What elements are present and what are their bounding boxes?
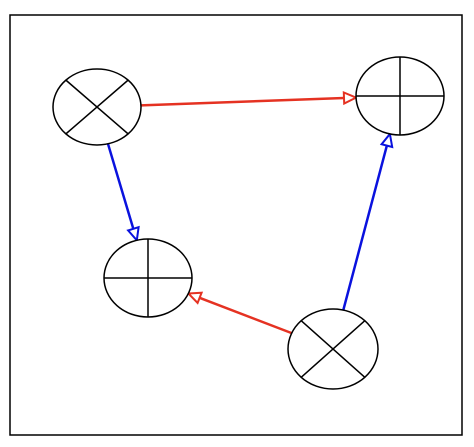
- x-circle-icon: [287, 308, 379, 390]
- edge-line: [140, 96, 345, 107]
- plus-circle-icon: [355, 56, 445, 136]
- edge-line: [199, 296, 293, 335]
- nodes-layer: [52, 56, 445, 390]
- arrowhead-icon: [379, 131, 394, 149]
- edges-layer: [106, 90, 394, 335]
- arrowhead-icon: [126, 225, 140, 243]
- edge-line: [106, 143, 135, 230]
- arrowhead-icon: [342, 90, 359, 106]
- edge-n1-n2: [140, 90, 359, 107]
- x-circle-icon: [52, 68, 142, 146]
- edge-line: [342, 145, 389, 311]
- plus-circle-icon: [103, 238, 193, 318]
- arrowhead-icon: [186, 291, 204, 305]
- node-diagonal-line: [300, 320, 366, 378]
- edge-n4-n3: [186, 291, 293, 335]
- edge-n4-n2: [342, 131, 394, 311]
- edge-n1-n3: [106, 143, 140, 243]
- node-diagonal-line: [65, 79, 129, 135]
